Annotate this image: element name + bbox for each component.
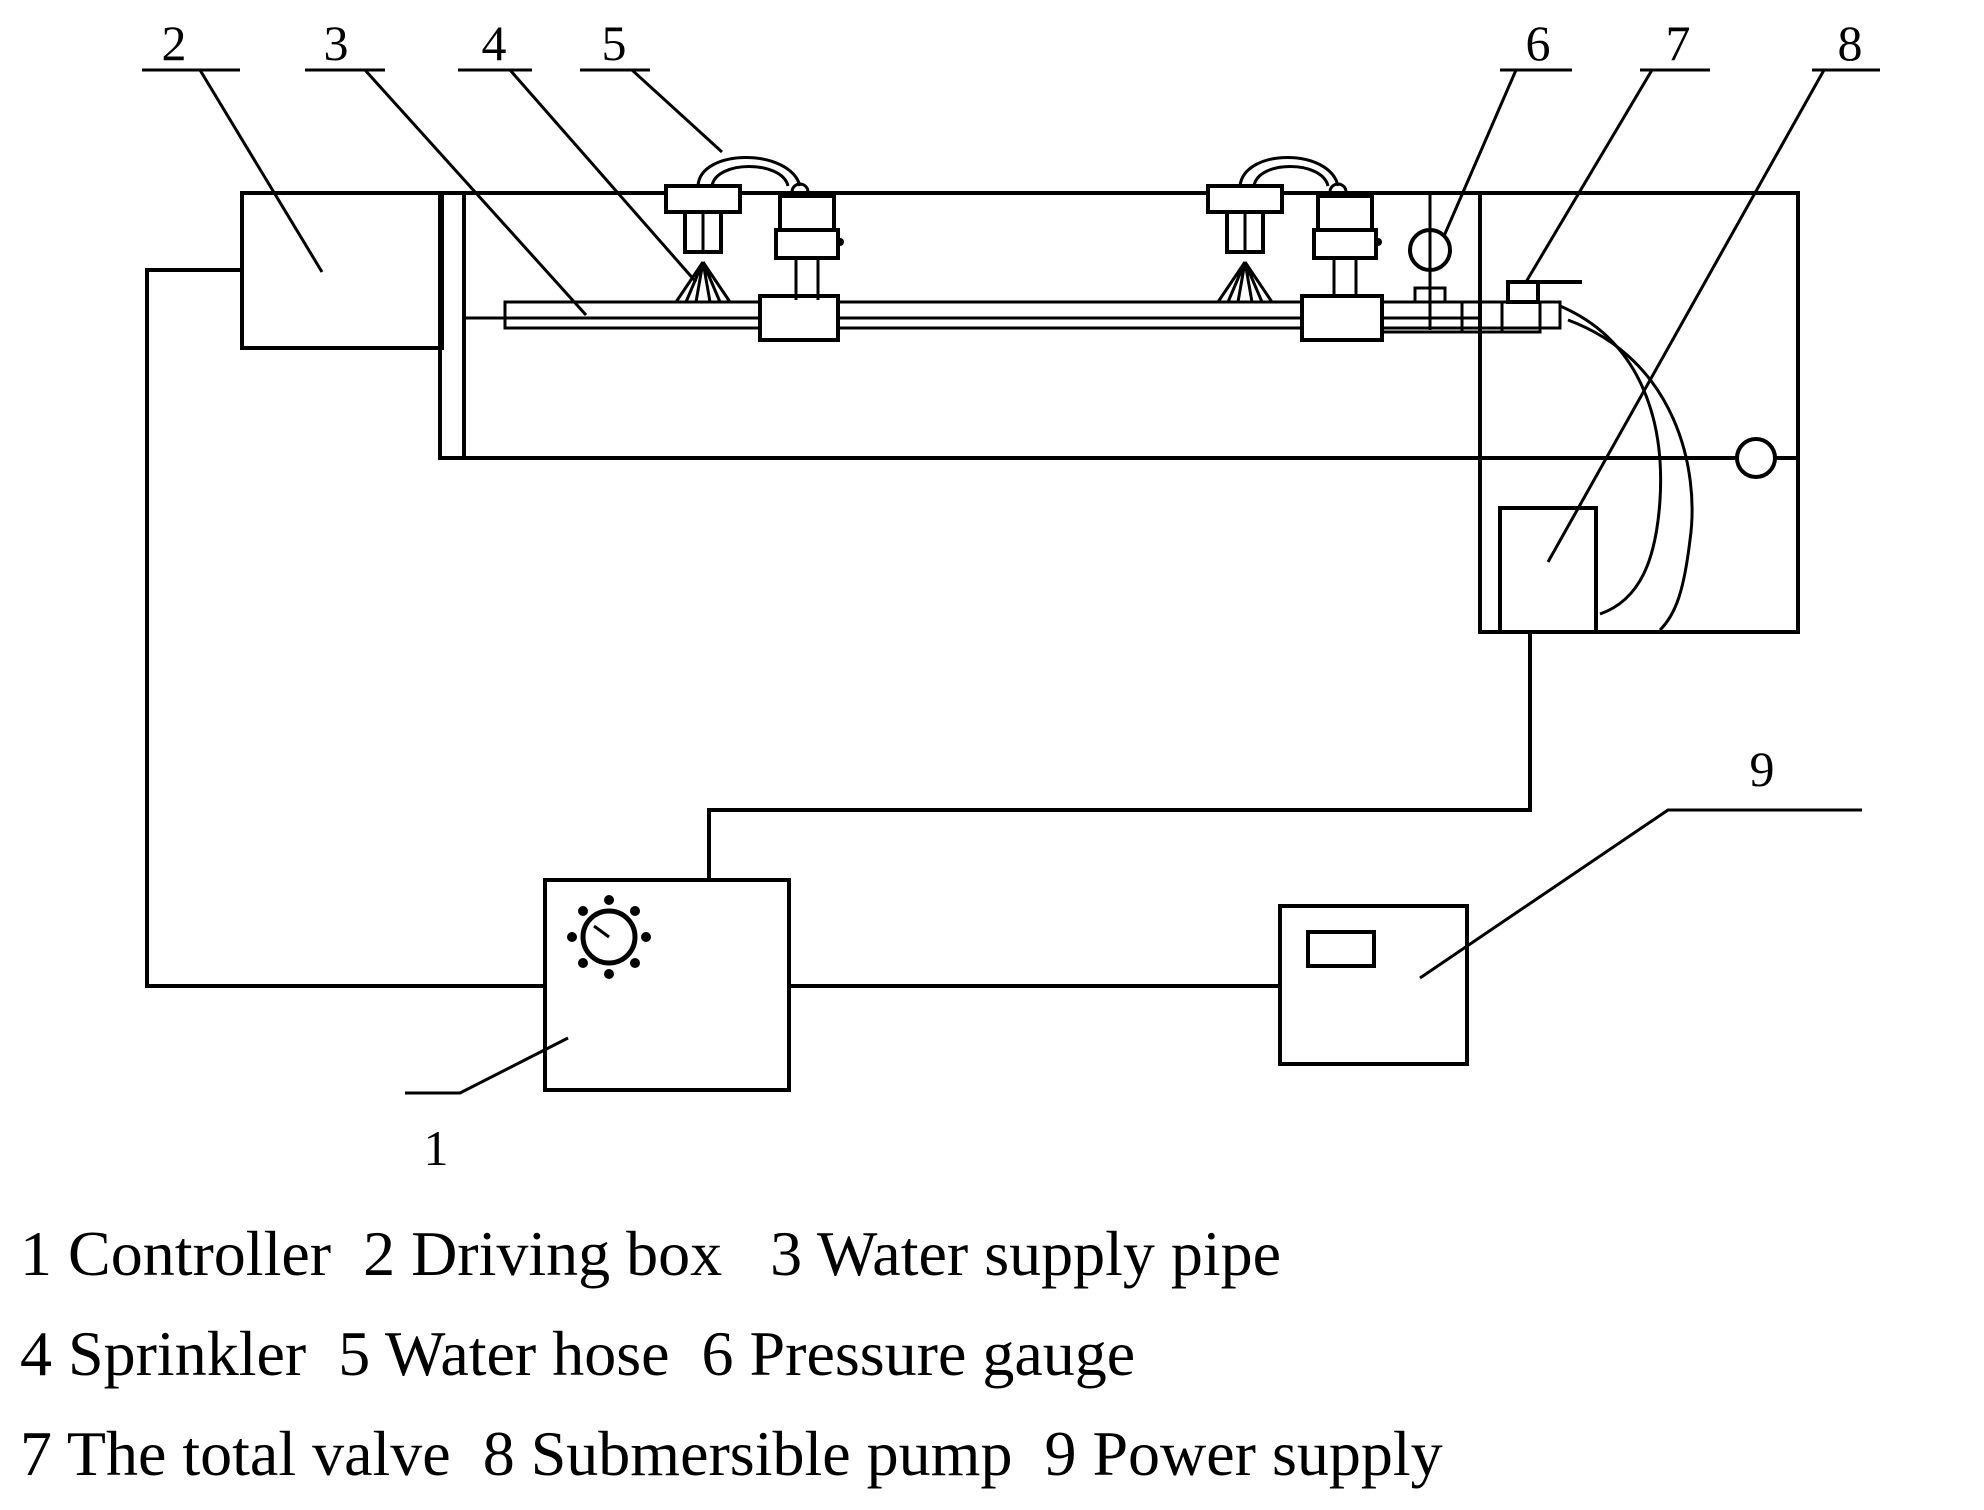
callout-2: 2 <box>142 15 324 273</box>
callout-5: 5 <box>580 15 724 154</box>
callout-label-1: 1 <box>424 1120 449 1176</box>
callout-label-3: 3 <box>324 15 349 71</box>
callout-9: 9 <box>1419 741 1862 980</box>
legend-line-2: 4 Sprinkler 5 Water hose 6 Pressure gaug… <box>20 1318 1135 1389</box>
wiring <box>145 268 1532 988</box>
callout-label-7: 7 <box>1666 15 1691 71</box>
driving-box <box>240 191 444 350</box>
callout-6: 6 <box>1442 15 1572 237</box>
legend: 1 Controller 2 Driving box 3 Water suppl… <box>20 1218 1443 1489</box>
callout-label-5: 5 <box>602 15 627 71</box>
controller <box>543 878 791 1092</box>
callout-4: 4 <box>458 15 698 283</box>
float-ball <box>1735 437 1777 479</box>
pump-outlet-hose <box>1559 304 1694 632</box>
legend-line-1: 1 Controller 2 Driving box 3 Water suppl… <box>20 1218 1281 1289</box>
callout-7: 7 <box>1524 15 1710 283</box>
drive-unit-left <box>774 194 844 300</box>
sprinkler-right <box>1206 184 1284 303</box>
callout-1: 1 <box>405 1036 569 1176</box>
total-valve <box>1506 280 1582 304</box>
pressure-gauge <box>1408 193 1452 330</box>
dial-icon <box>567 895 651 979</box>
callout-label-8: 8 <box>1838 15 1863 71</box>
callout-label-6: 6 <box>1526 15 1551 71</box>
legend-line-3: 7 The total valve 8 Submersible pump 9 P… <box>20 1418 1443 1489</box>
submersible-pump <box>1498 506 1598 634</box>
callout-8: 8 <box>1546 15 1880 563</box>
callout-label-4: 4 <box>482 15 507 71</box>
power-supply <box>1278 904 1469 1066</box>
callout-label-9: 9 <box>1750 741 1775 797</box>
water-supply-pipe <box>503 294 1562 342</box>
sprinkler-left <box>664 184 742 303</box>
drive-unit-right <box>1312 194 1382 298</box>
callout-3: 3 <box>305 15 588 317</box>
callout-label-2: 2 <box>162 15 187 71</box>
